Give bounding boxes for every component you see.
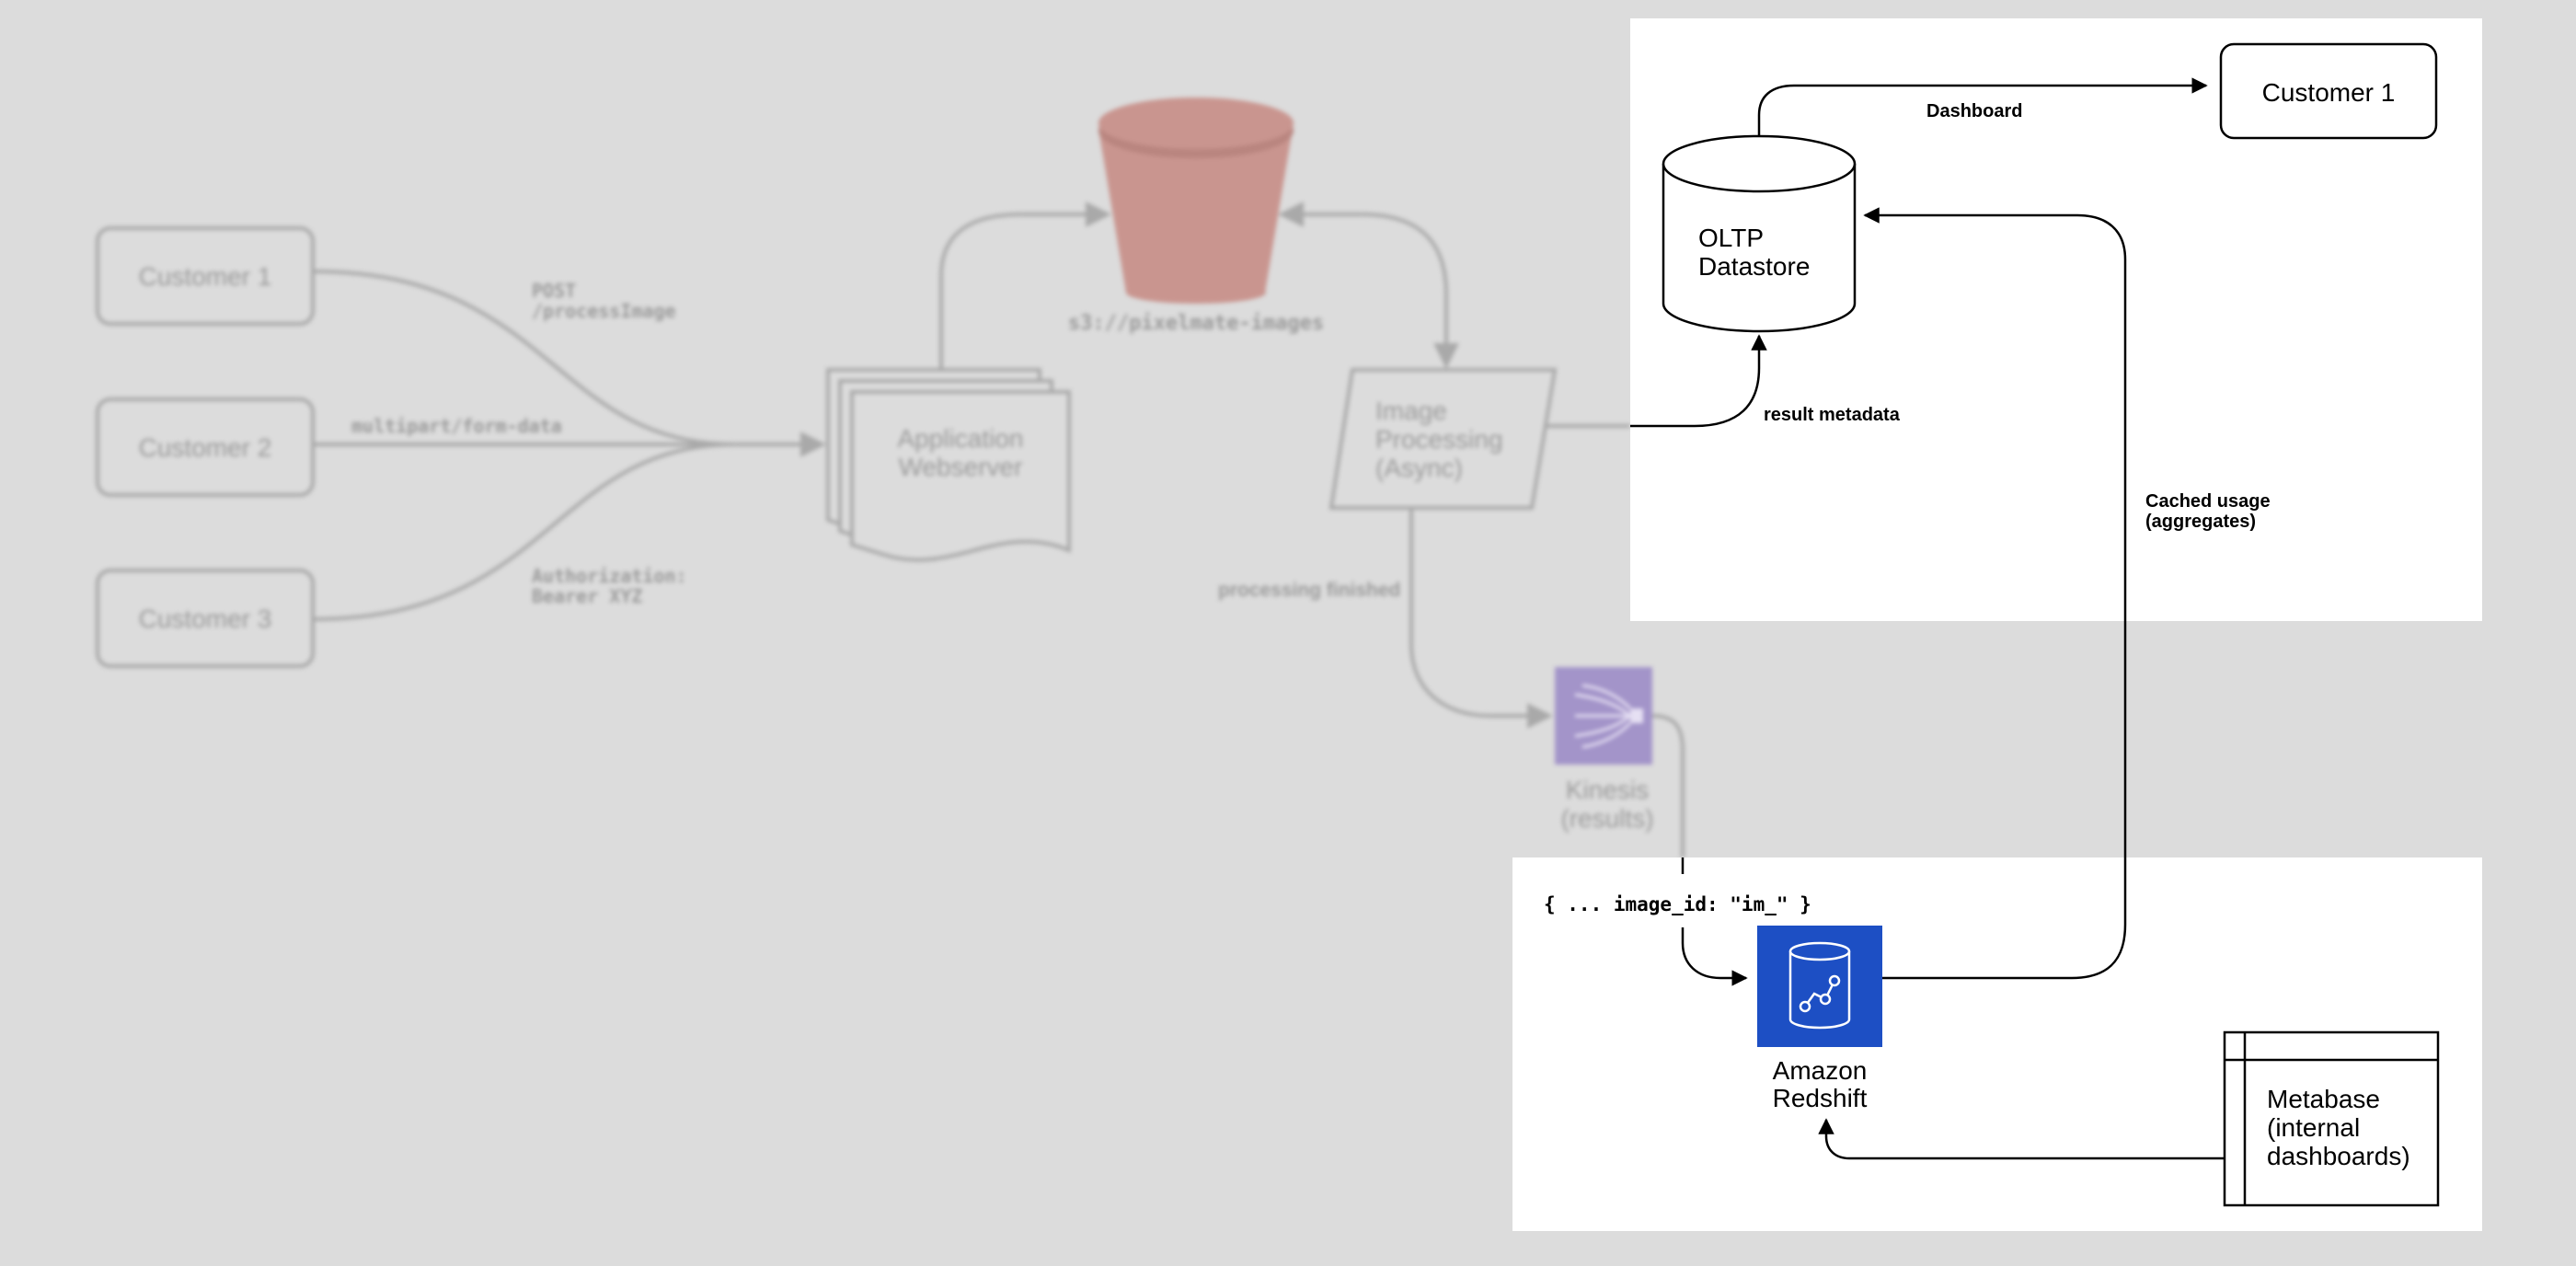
redshift-label-line2: Redshift [1773,1084,1868,1112]
processing-label-line2: Processing [1375,425,1503,454]
s3-bucket-icon [1098,98,1294,304]
customer-3-connector [312,443,737,621]
kinesis-label-line2: (results) [1560,804,1653,833]
kinesis-to-redshift-arrow [1681,927,1748,986]
auth-label-line2: Bearer XYZ [532,585,642,607]
processing-label-line1: Image [1375,397,1447,425]
processing-to-kinesis-connector [1409,508,1553,729]
kinesis-output-faded-connector [1651,714,1685,857]
webserver-label-line2: Webserver [899,453,1023,481]
customer-1-label: Customer 1 [139,262,272,291]
result-metadata-connector [1630,334,1767,428]
customer-1-dashboard-box: Customer 1 [2219,42,2438,140]
faded-section: Customer 1 Customer 2 Customer 3 POST /p… [96,98,1685,857]
customer-2-label: Customer 2 [139,433,272,462]
post-label-line2: /processImage [532,300,676,322]
kinesis-label-line1: Kinesis [1566,776,1649,804]
metabase-label-line3: dashboards) [2267,1142,2410,1170]
bucket-processing-connector [1278,201,1459,369]
oltp-to-customer-connector [1757,77,2208,136]
customer-3-box: Customer 3 [96,569,315,668]
customer-2-box: Customer 2 [96,397,315,497]
oltp-label-line2: Datastore [1698,252,1810,281]
auth-label-line1: Authorization: [532,565,687,587]
result-metadata-label: result metadata [1764,405,1901,425]
processing-label-line3: (Async) [1375,454,1463,482]
dashboard-label: Dashboard [1926,101,2022,121]
customer-1-connector [312,270,737,446]
oltp-label-line1: OLTP [1698,224,1764,252]
webserver-label-line1: Application [898,424,1024,453]
metabase-to-redshift-connector [1818,1118,2225,1160]
webserver-node: Application Webserver [826,368,1071,562]
database-cylinder-icon [1662,134,1857,333]
metabase-label-line1: Metabase [2267,1085,2380,1113]
redshift-label-line1: Amazon [1773,1056,1868,1085]
cached-usage-label-line2: (aggregates) [2145,512,2256,532]
webserver-to-bucket-connector [939,201,1111,370]
kinesis-icon [1555,667,1652,765]
redshift-icon [1757,926,1882,1047]
multipart-label: multipart/form-data [351,415,562,437]
customer-1-box: Customer 1 [96,226,315,326]
bucket-label: s3://pixelmate-images [1068,312,1324,335]
json-snippet: { ... image_id: "im_" } [1544,893,1811,915]
metabase-label-line2: (internal [2267,1113,2360,1142]
cached-usage-connector [1863,207,2127,980]
processing-finished-label: processing finished [1218,580,1400,601]
cached-usage-label-line1: Cached usage [2145,491,2271,512]
metabase-box: Metabase (internal dashboards) [2223,1030,2440,1207]
customer-3-label: Customer 3 [139,604,272,633]
post-label-line1: POST [532,280,576,302]
image-processing-node: Image Processing (Async) [1328,368,1558,510]
customer-1-dashboard-label: Customer 1 [2262,78,2396,107]
